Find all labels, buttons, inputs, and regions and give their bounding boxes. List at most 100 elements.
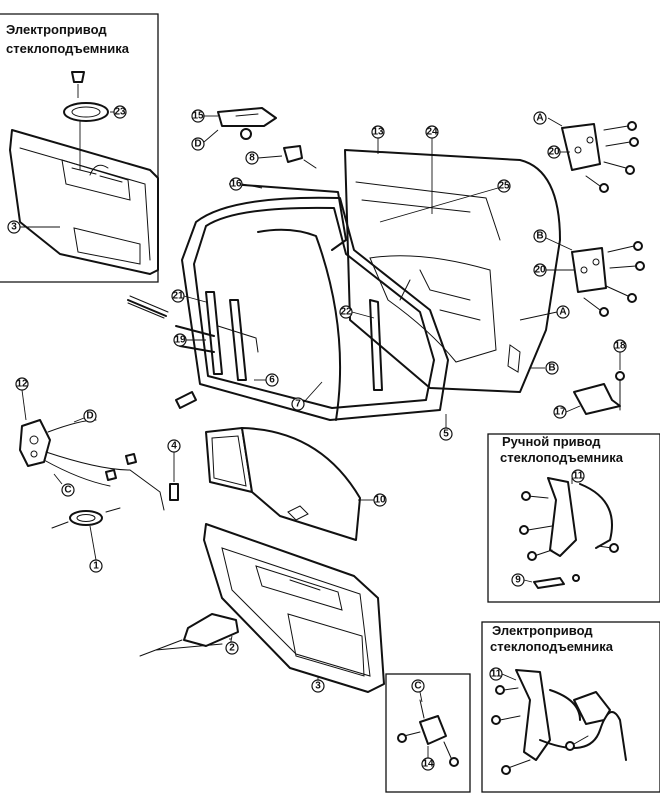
svg-text:24: 24 <box>426 127 438 138</box>
door-shell-assembly: 13 24 25 A B <box>344 125 570 393</box>
manual-regulator-arm <box>547 477 577 557</box>
svg-text:6: 6 <box>269 375 275 386</box>
manual-regulator-sector <box>579 483 613 549</box>
lower-hinge-bolts <box>583 245 637 311</box>
outer-handle <box>69 510 103 526</box>
svg-text:23: 23 <box>114 107 126 118</box>
leader-A-lower <box>519 311 558 321</box>
motor-inset-frame <box>385 673 471 793</box>
door-check-assembly: 18 17 <box>553 339 627 419</box>
lock-assembly: 12 D C 4 1 <box>15 377 181 573</box>
inset-frame <box>0 13 159 283</box>
callout-D-lock: D <box>83 409 97 423</box>
antenna-strip-texture <box>127 295 169 319</box>
door-weatherstrip-inner <box>193 206 435 409</box>
lower-hinge-plate <box>571 247 607 293</box>
inner-trim-panel <box>203 523 385 693</box>
callout-A-upper: A <box>533 111 547 125</box>
door-check <box>507 344 521 373</box>
callout-22: 22 <box>339 305 353 319</box>
door-shell <box>344 149 561 393</box>
svg-text:3: 3 <box>315 681 321 692</box>
door-glass-group: 10 <box>205 427 387 541</box>
antenna-strip <box>127 299 167 317</box>
svg-text:17: 17 <box>554 407 566 418</box>
svg-text:5: 5 <box>443 429 449 440</box>
inner-trim-armrest <box>255 565 343 611</box>
power-regulator-motor <box>573 691 611 725</box>
callout-18: 18 <box>613 339 627 353</box>
callout-B-lower: B <box>545 361 559 375</box>
svg-text:D: D <box>86 411 93 422</box>
inner-handle <box>217 107 277 127</box>
handle-cup-inner <box>71 106 101 118</box>
svg-text:8: 8 <box>249 153 255 164</box>
svg-text:20: 20 <box>548 147 560 158</box>
channel-run <box>229 299 247 381</box>
inner-trim-group: 2 3 <box>139 523 385 693</box>
callout-7: 7 <box>291 397 305 411</box>
door-trim-panel <box>9 129 159 275</box>
callout-15: 15 <box>191 109 205 123</box>
power-window-motor <box>419 715 447 745</box>
svg-text:10: 10 <box>374 495 386 506</box>
callout-13: 13 <box>371 125 385 139</box>
callout-9: 9 <box>511 573 525 587</box>
inner-trim-pocket <box>287 613 365 677</box>
upper-hinge: A 20 <box>533 111 639 193</box>
rod-rubber <box>169 483 179 501</box>
inset-manual-regulator: Ручной привод стеклоподъемника 11 9 <box>487 433 660 603</box>
svg-text:1: 1 <box>93 561 99 572</box>
channel-brackets <box>175 325 215 353</box>
manual-title-line2: стеклоподъемника <box>500 450 624 465</box>
callout-25: 25 <box>497 179 511 193</box>
rod-clips <box>105 453 137 481</box>
callout-D-top: D <box>191 137 205 151</box>
svg-text:19: 19 <box>174 335 186 346</box>
power-regulator-arm <box>515 669 551 761</box>
lower-hinge: B 20 <box>533 229 645 317</box>
callout-5: 5 <box>439 427 453 441</box>
callout-16: 16 <box>229 177 243 191</box>
callout-B-upper: B <box>533 229 547 243</box>
svg-text:D: D <box>194 139 201 150</box>
upper-hinge-bolts <box>585 125 631 187</box>
svg-text:21: 21 <box>172 291 184 302</box>
door-inner-panel <box>369 255 497 363</box>
upper-weatherstrip <box>229 183 347 251</box>
glass-bracket <box>287 505 309 521</box>
callout-10: 10 <box>373 493 387 507</box>
division-channel <box>205 291 223 375</box>
door-lock <box>19 419 51 467</box>
svg-text:2: 2 <box>229 643 235 654</box>
callout-2: 2 <box>225 641 239 655</box>
power-inset-frame <box>481 621 660 793</box>
weatherstrips: 16 7 22 5 <box>181 177 453 441</box>
callout-20-upper: 20 <box>547 145 561 159</box>
inner-handle-group: 15 D 8 <box>191 107 317 169</box>
svg-text:20: 20 <box>534 265 546 276</box>
door-check-bracket <box>573 383 621 415</box>
armrest <box>89 164 109 176</box>
glass-run <box>257 228 342 421</box>
upper-hinge-plate <box>561 123 601 171</box>
svg-text:C: C <box>64 485 71 496</box>
callout-12: 12 <box>15 377 29 391</box>
callout-1: 1 <box>89 559 103 573</box>
manual-inset-frame <box>487 433 660 603</box>
callout-C-motor: C <box>411 679 425 693</box>
inset-power-regulator: Электропривод стеклоподъемника 11 <box>481 621 660 793</box>
callout-3-top: 3 <box>7 220 21 234</box>
svg-text:25: 25 <box>498 181 510 192</box>
callout-20-lower: 20 <box>533 263 547 277</box>
door-weatherstrip <box>181 196 449 421</box>
lock-knob <box>283 145 303 163</box>
pull-handle <box>183 613 239 647</box>
inset-title-line1: Электропривод <box>6 22 107 37</box>
svg-text:7: 7 <box>295 399 301 410</box>
svg-text:C: C <box>414 681 421 692</box>
svg-text:11: 11 <box>573 471 584 482</box>
svg-text:13: 13 <box>372 127 384 138</box>
svg-text:A: A <box>536 113 543 124</box>
